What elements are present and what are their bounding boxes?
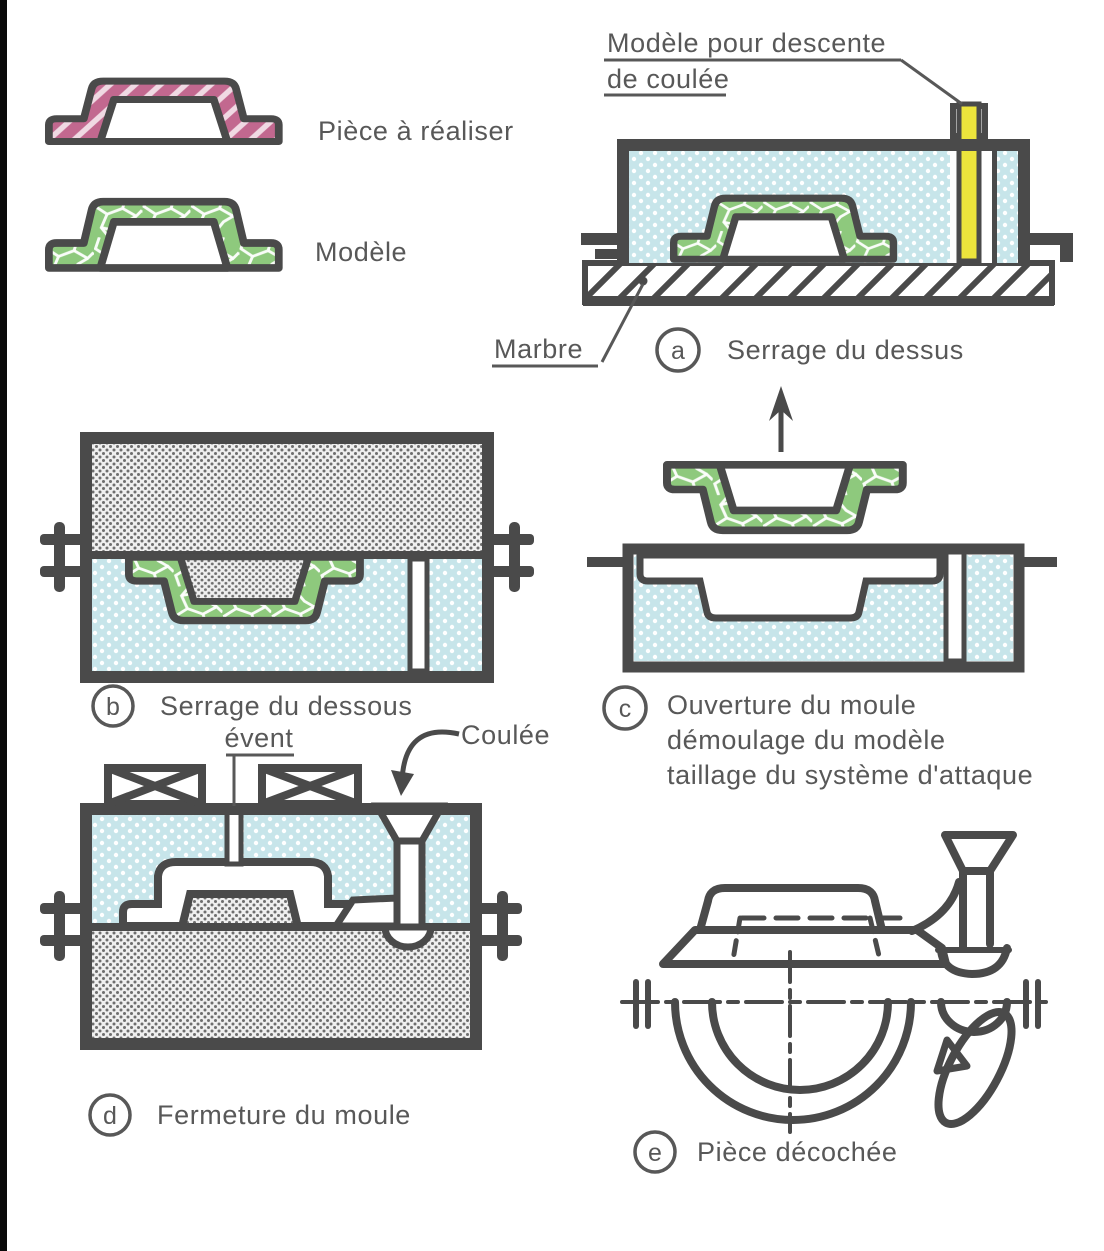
figure-b: b Serrage du dessous (40, 432, 534, 728)
step-a-badge (655, 327, 701, 373)
runner-tube (934, 1008, 1016, 1128)
shaken-part-boss (696, 884, 886, 934)
sprue-label-group: Modèle pour descente de coulée (607, 28, 886, 94)
step-d-letter: d (103, 1102, 117, 1130)
figure-d: évent Coulée d Fermeture du moule (40, 720, 550, 1137)
part-inner-arc (708, 998, 892, 1094)
sprue-label-line1: Modèle pour descente (607, 28, 886, 58)
hidden-edge-left (730, 915, 743, 963)
sprue-well (381, 923, 435, 951)
step-b-badge (91, 684, 135, 728)
step-c-badge (602, 685, 648, 731)
flask-c-frame (622, 543, 1025, 673)
step-b-caption: Serrage du dessous (160, 691, 412, 721)
step-c-caption-line2: démoulage du modèle (667, 725, 946, 755)
step-c-caption-line1: Ouverture du moule (667, 690, 916, 720)
piece-to-make-shape (49, 81, 279, 141)
mold-weights (104, 764, 362, 808)
mold-cavity-print (636, 551, 944, 622)
drag-sand-core (176, 890, 304, 931)
centerline-ticks (633, 979, 1041, 1029)
figure-c: c Ouverture du moule démoulage du modèle… (587, 386, 1057, 790)
step-e-caption: Pièce décochée (697, 1137, 898, 1167)
lift-arrow-head-icon (769, 386, 793, 421)
step-c-caption-line3: taillage du système d'attaque (667, 760, 1033, 790)
vent-label: évent (224, 723, 293, 753)
flask-b-frame (80, 432, 494, 683)
sprue-elbow (908, 878, 963, 935)
gate-stub (933, 1036, 971, 1075)
model-label: Modèle (315, 237, 407, 267)
step-a-letter: a (671, 337, 685, 365)
sand-in-model-cavity (176, 553, 313, 605)
figure-a: Modèle pour descente de coulée Marbre a … (492, 28, 1073, 373)
sprue-rod (956, 101, 982, 264)
step-d-caption: Fermeture du moule (157, 1100, 411, 1130)
pour-arrow-head-icon (391, 770, 414, 796)
shaken-part-base (659, 926, 950, 968)
vent-label-leader (226, 753, 294, 806)
clamp-right-b (488, 522, 534, 592)
scan-edge-strip (0, 0, 7, 1251)
sprue-label-leader (604, 58, 963, 106)
clamp-right-d (476, 891, 522, 961)
flask-a-trunnions (581, 233, 1073, 262)
pin-left-c (587, 557, 630, 567)
model-removed (667, 465, 903, 531)
sprue-label-line2: de coulée (607, 64, 730, 94)
sprue-down-channel (393, 837, 426, 931)
sprue-cup (941, 831, 1017, 875)
sprue-foot (937, 944, 1011, 978)
step-c-caption-group: Ouverture du moule démoulage du modèle t… (667, 690, 1033, 790)
piece-label: Pièce à réaliser (318, 116, 514, 146)
pour-arrow-curve (399, 729, 460, 783)
flask-d-frame (80, 803, 482, 1050)
step-d-badge (88, 1093, 132, 1137)
part-outer-arc (671, 998, 915, 1124)
hidden-edge-right (867, 915, 883, 963)
legend-group (49, 81, 279, 268)
cope-sand-b (92, 444, 482, 555)
legend-labels: Pièce à réaliser Modèle (315, 116, 514, 267)
step-e-letter: e (648, 1139, 662, 1167)
marble-label: Marbre (494, 334, 583, 364)
marble-leader-dot (638, 276, 648, 286)
sprue-channel-c (943, 546, 967, 664)
marble-label-leader (492, 283, 645, 368)
clamp-left-b (40, 522, 86, 592)
step-e-badge (633, 1130, 677, 1174)
figure-e (620, 831, 1048, 1134)
model-shape (49, 202, 279, 268)
step-c-letter: c (619, 695, 632, 723)
pour-label: Coulée (461, 720, 550, 750)
sprue-guide-line (992, 151, 997, 263)
step-b-letter: b (106, 693, 120, 721)
clamp-left-d (40, 891, 86, 961)
sprue-channel-b (407, 556, 430, 674)
step-a-caption: Serrage du dessus (727, 335, 964, 365)
pin-right-c (1017, 557, 1057, 567)
gate-channel (329, 894, 401, 930)
flask-a-frame (617, 139, 1030, 261)
